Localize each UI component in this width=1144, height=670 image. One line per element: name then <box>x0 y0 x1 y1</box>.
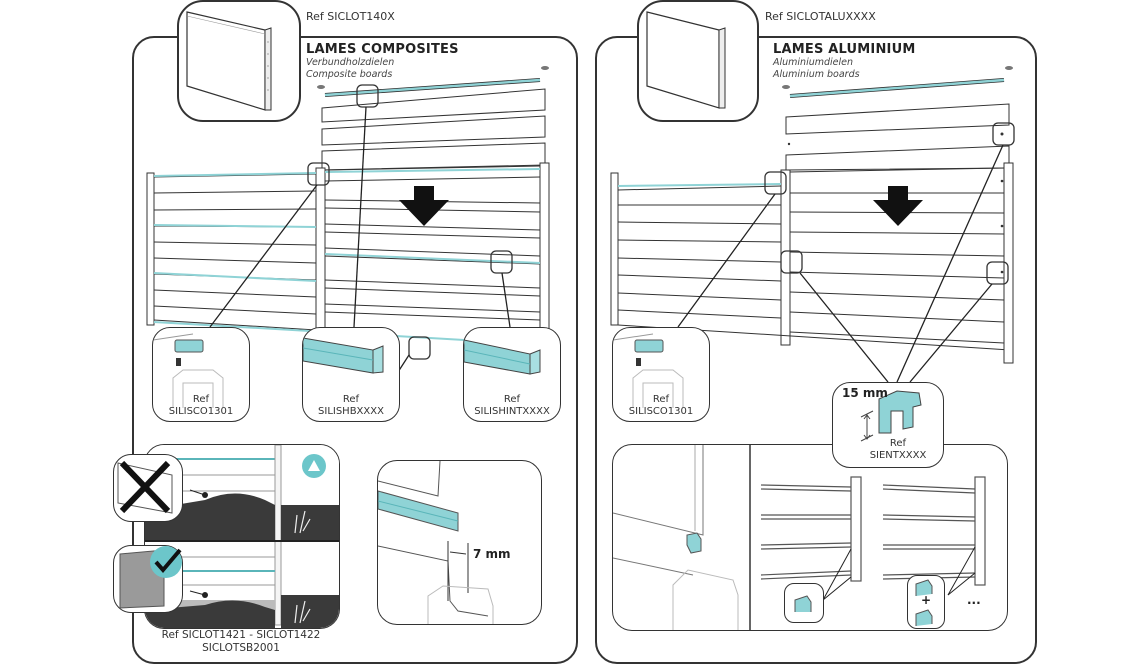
aluminium-ref: Ref SICLOTALUXXXX <box>765 10 876 23</box>
plus-sign: + <box>921 593 932 607</box>
callout-profile-silishintxxxx: Ref SILISHINTXXXX <box>463 327 561 422</box>
cross-icon <box>119 460 171 514</box>
callout-ref-code: SILISHBXXXX <box>318 406 384 417</box>
clip-part-icon <box>613 333 684 408</box>
composite-subtitle-en: Composite boards <box>306 69 393 80</box>
gap-measure: 7 mm <box>473 547 511 561</box>
spacer-install-detail: + ... <box>612 444 1008 631</box>
more-options-ellipsis: ... <box>967 593 981 607</box>
aluminium-subtitle-en: Aluminium boards <box>773 69 860 80</box>
ground-caption-line1: Ref SICLOT1421 - SICLOT1422 <box>161 629 321 641</box>
callout-ref-label: Ref <box>503 394 521 405</box>
gap-detail: 7 mm <box>377 460 542 625</box>
spacer-measure: 15 mm <box>842 386 888 400</box>
intermediate-profile-icon <box>464 339 541 375</box>
callout-ref-label: Ref <box>889 438 907 449</box>
callout-clip-silisco1301: Ref SILISCO1301 <box>152 327 250 422</box>
callout-ref-code: SILISCO1301 <box>628 406 694 417</box>
down-arrow-icon <box>399 186 449 226</box>
callout-clip-silisco1301-alu: Ref SILISCO1301 <box>612 327 710 422</box>
callout-ref-code: SIENTXXXX <box>869 450 927 461</box>
callout-ref-label: Ref <box>192 394 210 405</box>
double-spacer-callout: + <box>907 575 945 629</box>
callout-ref-code: SILISCO1301 <box>168 406 234 417</box>
callout-ref-code: SILISHINTXXXX <box>474 406 550 417</box>
composite-title: LAMES COMPOSITES <box>306 42 459 57</box>
aluminium-subtitle-de: Aluminiumdielen <box>773 57 854 68</box>
top-rail-profile-icon <box>303 337 384 374</box>
aluminium-board-icon <box>646 11 726 109</box>
incorrect-board-example <box>113 454 183 522</box>
spacer-icon <box>794 595 812 612</box>
callout-ref-label: Ref <box>342 394 360 405</box>
warning-icon <box>302 454 326 478</box>
composite-board-thumbnail <box>177 0 301 122</box>
callout-spacer-sientxxxx: 15 mm Ref SIENTXXXX <box>832 382 944 468</box>
composite-subtitle-de: Verbundholzdielen <box>306 57 395 68</box>
ground-caption-line2: SICLOTSB2001 <box>202 642 280 654</box>
aluminium-board-thumbnail <box>637 0 759 122</box>
single-spacer-callout <box>784 583 824 623</box>
composite-ref: Ref SICLOT140X <box>306 10 395 23</box>
spacer-icon <box>915 579 933 626</box>
clip-part-icon <box>153 333 224 408</box>
callout-profile-silishbxxxx: Ref SILISHBXXXX <box>302 327 400 422</box>
check-icon <box>150 546 182 578</box>
composite-board-icon <box>186 11 272 111</box>
callout-ref-label: Ref <box>652 394 670 405</box>
spacer-icon <box>860 390 922 442</box>
down-arrow-icon <box>873 186 923 226</box>
aluminium-title: LAMES ALUMINIUM <box>773 42 916 57</box>
